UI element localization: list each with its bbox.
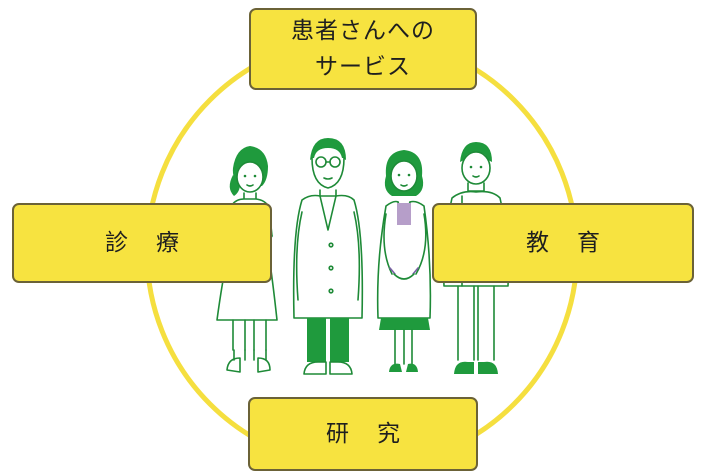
patient-service-box: 患者さんへの サービス: [249, 8, 477, 90]
research-box: 研究: [248, 397, 478, 471]
research-label: 研究: [326, 421, 428, 447]
patient-service-line-2: サービス: [315, 54, 411, 80]
patient-service-line-1: 患者さんへの: [291, 18, 435, 44]
education-box: 教育: [432, 203, 694, 283]
clinical-care-box: 診療: [12, 203, 272, 283]
clinical-care-label: 診療: [105, 230, 207, 256]
doctor-figure: [292, 138, 364, 375]
female-doctor-figure: [376, 150, 432, 372]
education-label: 教育: [526, 230, 628, 256]
